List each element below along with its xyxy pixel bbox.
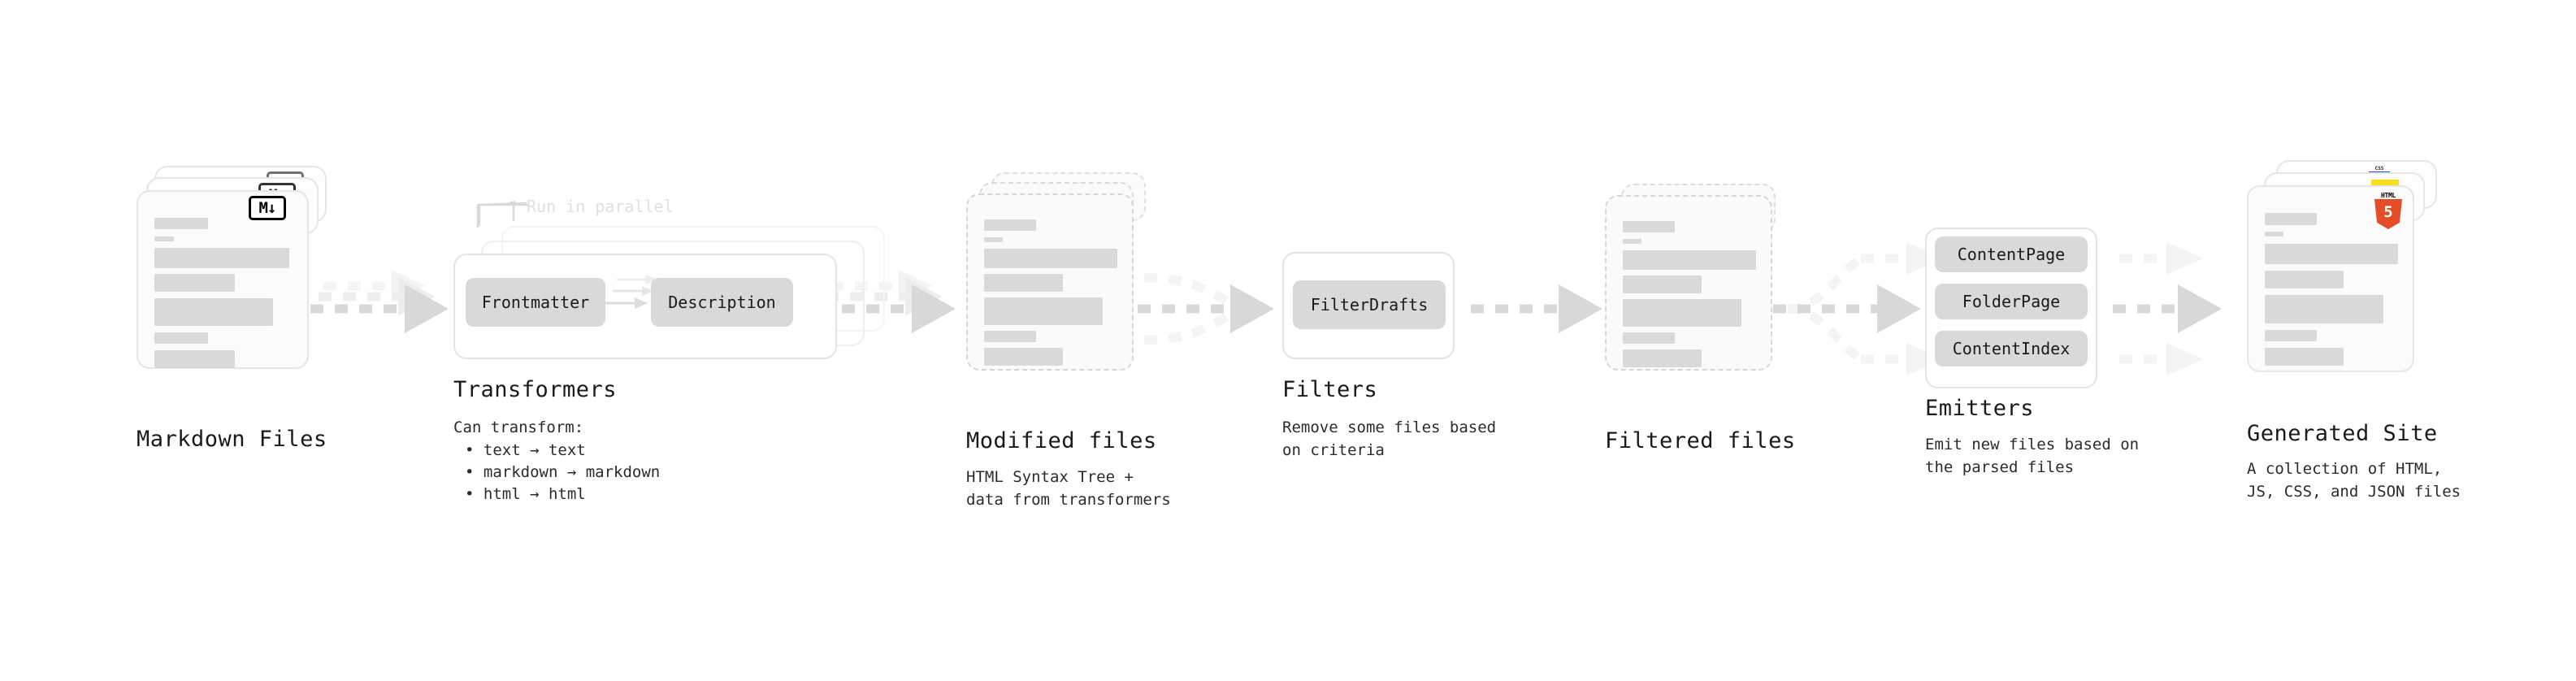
stage-heading-transformers: Transformers — [453, 377, 618, 402]
emitters-chip-folderpage[interactable]: FolderPage — [1935, 284, 2088, 319]
transformers-bullet-0: • text → text — [465, 441, 586, 459]
emitters-chip-contentpage[interactable]: ContentPage — [1935, 236, 2088, 272]
html5-badge-shield: 5 — [2374, 199, 2402, 229]
transformer-chip-frontmatter[interactable]: Frontmatter — [466, 278, 605, 327]
run-in-parallel-label: Run in parallel — [527, 197, 674, 216]
connector-modified-to-filters — [1138, 273, 1274, 345]
css-badge-label: CSS — [2374, 166, 2384, 171]
filtered-card-front[interactable] — [1605, 195, 1772, 371]
doc-skeleton-bar — [984, 274, 1063, 292]
run-in-parallel-bracket — [476, 200, 528, 228]
doc-skeleton-bar — [2265, 213, 2317, 225]
doc-skeleton-bar — [2265, 244, 2398, 264]
modified-card-front[interactable] — [966, 193, 1134, 371]
doc-skeleton-bar — [1623, 332, 1675, 344]
doc-skeleton-bar — [154, 236, 174, 241]
filters-chip-filterdrafts[interactable]: FilterDrafts — [1293, 280, 1446, 329]
generated-site-subtext: A collection of HTML, JS, CSS, and JSON … — [2247, 460, 2461, 501]
doc-skeleton-bar — [154, 218, 208, 229]
connector-filters-to-filtered — [1471, 284, 1602, 333]
doc-skeleton-bar — [984, 237, 1003, 242]
doc-skeleton-bar — [984, 348, 1063, 366]
transformers-bullet-1: • markdown → markdown — [465, 463, 661, 481]
doc-skeleton-bar — [1623, 349, 1702, 367]
transformers-bullet-2: • html → html — [465, 485, 586, 503]
doc-skeleton-bar — [984, 219, 1036, 231]
doc-skeleton-bar — [984, 331, 1036, 342]
doc-skeleton-bar — [2265, 348, 2344, 366]
modified-files-subtext: HTML Syntax Tree + data from transformer… — [966, 468, 1171, 509]
doc-skeleton-bar — [2265, 295, 2383, 323]
doc-skeleton-bar — [984, 297, 1103, 325]
stage-heading-generated-site: Generated Site — [2247, 421, 2438, 446]
doc-skeleton-bar — [154, 332, 208, 344]
doc-skeleton-bar — [2265, 271, 2344, 288]
generated-card-front[interactable] — [2247, 185, 2414, 372]
connector-filtered-to-emitters — [1773, 242, 1944, 375]
stage-heading-filtered-files: Filtered files — [1605, 428, 1796, 453]
connector-md-to-transformers — [310, 270, 449, 333]
filters-subtext: Remove some files based on criteria — [1282, 419, 1497, 459]
doc-skeleton-bar — [154, 274, 235, 292]
doc-skeleton-bar — [1623, 221, 1675, 232]
doc-skeleton-bar — [1623, 299, 1741, 327]
stage-heading-filters: Filters — [1282, 377, 1378, 402]
doc-skeleton-bar — [2265, 330, 2317, 341]
transformer-chip-description[interactable]: Description — [651, 278, 793, 327]
doc-skeleton-bar — [984, 249, 1117, 268]
stage-heading-markdown-files: Markdown Files — [137, 427, 327, 452]
emitters-chip-contentindex[interactable]: ContentIndex — [1935, 331, 2088, 367]
transformers-subtext: Can transform: — [453, 419, 584, 436]
html5-badge-word: HTML — [2380, 192, 2396, 199]
doc-skeleton-bar — [1623, 275, 1702, 293]
doc-skeleton-bar — [1623, 239, 1641, 244]
doc-skeleton-bar — [2265, 232, 2283, 236]
doc-skeleton-bar — [1623, 250, 1756, 270]
html5-badge: HTML 5 — [2373, 192, 2404, 229]
connector-emitters-to-site — [2113, 242, 2222, 375]
doc-skeleton-bar — [154, 298, 273, 326]
doc-skeleton-bar — [154, 350, 235, 368]
emitters-subtext: Emit new files based on the parsed files — [1925, 436, 2140, 476]
markdown-badge-front: M↓ — [249, 196, 286, 220]
stage-heading-emitters: Emitters — [1925, 396, 2035, 421]
stage-heading-modified-files: Modified files — [966, 428, 1157, 453]
doc-skeleton-bar — [154, 248, 289, 268]
